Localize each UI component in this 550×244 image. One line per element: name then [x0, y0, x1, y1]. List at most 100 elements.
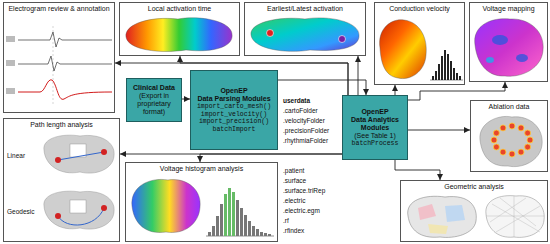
module-text: Data Parsing Modules — [194, 95, 274, 103]
ablation-map-part — [527, 137, 533, 143]
module-text: batchProcess — [346, 140, 404, 147]
path-length-figures-part — [101, 149, 107, 155]
flow-arrow — [358, 56, 359, 95]
electrogram-traces-part — [6, 60, 15, 66]
module-text: import_velocity() — [194, 111, 274, 118]
panel-title: Electrogram review & annotation — [7, 5, 111, 13]
module-text: import_precision() — [194, 118, 274, 125]
ablation-map-part — [500, 125, 506, 131]
velocity-map-part — [430, 80, 463, 81]
module-text: Data Analytics Modules — [346, 116, 404, 132]
flow-arrow — [182, 99, 190, 100]
voltage-histogram-figure-part — [228, 188, 231, 236]
flow-arrow — [395, 160, 440, 180]
velocity-map-part — [456, 73, 458, 80]
voltage-map-part — [492, 35, 508, 45]
earliest-latest-map — [251, 18, 359, 51]
electrogram-traces-part — [18, 80, 112, 100]
panel-title: Earliest/Latest activation — [248, 5, 362, 13]
path-type-label: Linear — [7, 152, 25, 159]
data-field: .surface — [283, 177, 306, 184]
ablation-map-part — [525, 144, 531, 150]
velocity-map-part — [380, 20, 427, 79]
panel-title: Local activation time — [123, 5, 236, 13]
activation-map-part — [126, 18, 232, 52]
path-length-figures-part — [55, 157, 61, 163]
flow-arrow — [278, 80, 366, 95]
data-field: .precisionFolder — [283, 127, 329, 134]
velocity-map-part — [447, 54, 449, 80]
electrogram-traces-part — [6, 36, 15, 42]
velocity-map-part — [459, 76, 461, 80]
voltage-histogram-figure-part — [212, 226, 215, 236]
module-text: OpenEP — [194, 87, 274, 95]
panel-box: Earliest/Latest activation — [244, 2, 366, 56]
velocity-map-part — [453, 68, 455, 80]
velocity-map-part — [441, 56, 443, 80]
electrogram-traces-part — [18, 32, 112, 47]
ablation-map-part — [493, 144, 499, 150]
geometry-figures-part — [418, 204, 436, 220]
panel-title: Geometric analysis — [404, 183, 544, 191]
ablation-map — [480, 116, 542, 166]
path-length-figures-part — [55, 213, 61, 219]
ablation-map-part — [491, 137, 497, 143]
panel-box: Geometric analysis — [400, 180, 548, 242]
voltage-histogram-figure-part — [252, 226, 255, 236]
module-text: (See Table 1) — [346, 132, 404, 140]
geometry-figures-part — [428, 224, 448, 234]
path-length-figures — [44, 135, 114, 229]
voltage-map-part — [516, 54, 528, 62]
path-length-figures-part — [70, 200, 86, 213]
geometry-figures-part — [445, 205, 465, 222]
ablation-map-part — [509, 123, 515, 129]
ablation-map-part — [518, 125, 524, 131]
geometry-figures-part — [486, 196, 544, 237]
module-box: OpenEPData Analytics Modules(See Table 1… — [342, 95, 408, 160]
panel-title: Ablation data — [474, 103, 544, 111]
path-length-figures-part — [44, 191, 114, 229]
module-text: Clinical Data — [130, 84, 178, 92]
data-field: .cartoFolder — [283, 107, 318, 114]
electrogram-traces-part — [18, 56, 112, 71]
module-text: batchImport — [194, 126, 274, 133]
path-length-figures-part — [101, 205, 107, 211]
voltage-map-part — [486, 57, 494, 63]
voltage-histogram-figure-part — [236, 200, 239, 236]
earliest-latest-map-part — [251, 18, 359, 51]
panel-title: Voltage histogram analysis — [129, 165, 274, 173]
ablation-map-part — [480, 116, 542, 166]
module-box: OpenEPData Parsing Modulesimport_carto_m… — [190, 70, 278, 150]
velocity-map-part — [435, 71, 437, 80]
module-box: Clinical Data(Export in proprietary form… — [126, 78, 182, 122]
electrogram-traces — [6, 26, 112, 106]
voltage-histogram-figure-part — [248, 221, 251, 236]
voltage-histogram-figure-part — [132, 179, 200, 232]
voltage-histogram-figure-part — [224, 194, 227, 236]
voltage-histogram-figure-part — [264, 233, 267, 236]
geometry-figures — [408, 196, 545, 238]
geometry-figures-part — [408, 196, 477, 237]
panel-box: Path length analysis — [3, 118, 120, 242]
module-text: (Export in proprietary format) — [130, 92, 178, 116]
voltage-map — [475, 19, 543, 77]
voltage-histogram-figure-part — [244, 215, 247, 236]
data-field: .velocityFolder — [283, 117, 325, 124]
path-length-figures-part — [58, 208, 104, 225]
voltage-map-part — [475, 19, 543, 77]
module-text: import_carto_mesh() — [194, 103, 274, 110]
geometry-figures-part — [486, 196, 544, 238]
earliest-latest-map-part — [339, 36, 346, 43]
electrogram-traces-part — [6, 88, 15, 94]
voltage-histogram-figure-part — [216, 216, 219, 236]
ablation-map-part — [509, 151, 515, 157]
panel-box: Conduction velocity — [374, 2, 465, 85]
panel-title: Path length analysis — [7, 121, 116, 129]
voltage-histogram-figure-part — [232, 192, 235, 236]
flow-arrow — [408, 130, 470, 131]
flow-arrow — [395, 85, 396, 95]
data-field: .surface.triRep — [283, 187, 325, 194]
voltage-histogram-figure-part — [260, 232, 263, 236]
ablation-map-part — [500, 149, 506, 155]
